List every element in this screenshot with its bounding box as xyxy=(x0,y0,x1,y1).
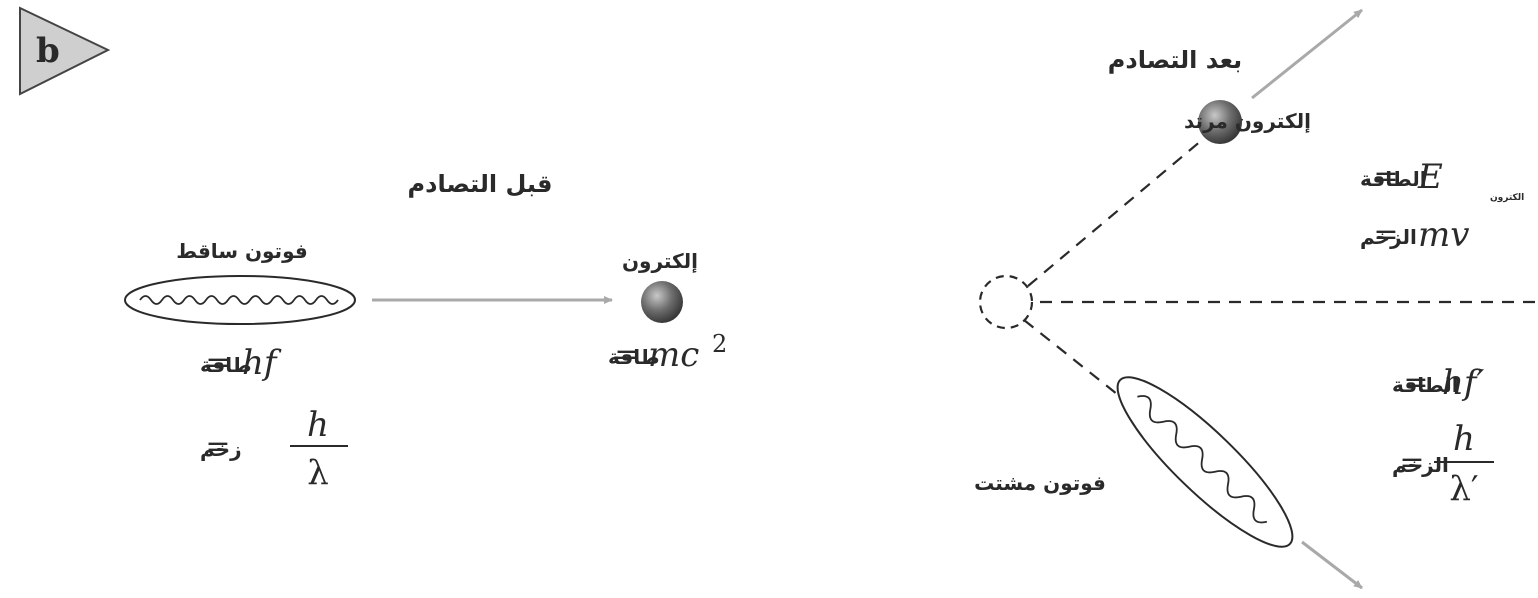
electron-energy-sup: 2 xyxy=(712,330,727,358)
recoil-energy-equation: الطاقة = E الكترون xyxy=(1360,157,1524,203)
collision-point xyxy=(978,274,1034,330)
recoil-energy-expr: E xyxy=(1417,157,1443,197)
recoil-momentum-expr: mv xyxy=(1418,215,1469,255)
incident-momentum-den: λ xyxy=(307,453,329,493)
scattered-photon xyxy=(1116,376,1294,548)
scattered-photon-label: فوتون مشتت xyxy=(974,471,1106,495)
recoil-electron xyxy=(1198,100,1242,144)
scattered-energy-word: الطاقة xyxy=(1392,373,1459,397)
incident-energy-expr: hf xyxy=(242,343,282,383)
incident-energy-eq: = xyxy=(205,345,230,380)
recoil-momentum-equation: الزخم = mv xyxy=(1360,215,1469,255)
electron-energy-equation: طاقة = mc 2 xyxy=(608,330,727,375)
electron-energy-eq: = xyxy=(614,337,639,372)
recoil-energy-eq: = xyxy=(1373,159,1398,194)
scattered-momentum-word: الزخم xyxy=(1392,453,1449,477)
incident-photon xyxy=(124,275,356,325)
electron-path-line xyxy=(1027,139,1203,287)
incident-wave xyxy=(139,295,339,305)
recoil-momentum-eq: = xyxy=(1373,217,1398,252)
scattered-momentum-den: λ′ xyxy=(1449,469,1478,509)
scattered-arrow xyxy=(1301,540,1363,590)
recoil-energy-sub: الكترون xyxy=(1490,193,1524,203)
scattered-energy-eq: = xyxy=(1403,365,1428,400)
scattered-energy-expr: hf′ xyxy=(1442,363,1484,403)
incident-energy-word: طاقة xyxy=(200,353,252,377)
electron-label: إلكترون xyxy=(622,249,698,273)
before-heading: قبل التصادم xyxy=(408,170,553,198)
photon-path-line xyxy=(1023,319,1123,399)
recoil-energy-word: الطاقة xyxy=(1360,167,1427,191)
incident-energy-equation: طاقة = hf xyxy=(200,343,282,383)
scattered-momentum-equation: الزخم = h λ′ xyxy=(1392,419,1494,509)
incident-momentum-word: زخم xyxy=(200,437,242,461)
panel-badge: b xyxy=(19,6,111,96)
recoil-arrow xyxy=(1251,8,1363,100)
incident-momentum-num: h xyxy=(307,405,329,445)
electron-energy-word: طاقة xyxy=(608,345,660,369)
incident-momentum-equation: زخم = h λ xyxy=(200,405,348,493)
scattered-momentum-num: h xyxy=(1453,419,1475,459)
incident-photon-label: فوتون ساقط xyxy=(176,239,307,263)
recoil-electron-label: إلكترون مرتد xyxy=(1184,109,1311,133)
incident-momentum-eq: = xyxy=(205,429,230,464)
scattered-wave xyxy=(1137,395,1268,524)
recoil-momentum-word: الزخم xyxy=(1360,225,1417,249)
after-heading: بعد التصادم xyxy=(1108,46,1242,74)
scattered-momentum-eq: = xyxy=(1399,445,1424,480)
electron xyxy=(641,281,683,323)
scattered-energy-equation: الطاقة = hf′ xyxy=(1392,363,1484,403)
panel-label: b xyxy=(36,31,60,71)
electron-energy-expr: mc xyxy=(648,335,699,375)
